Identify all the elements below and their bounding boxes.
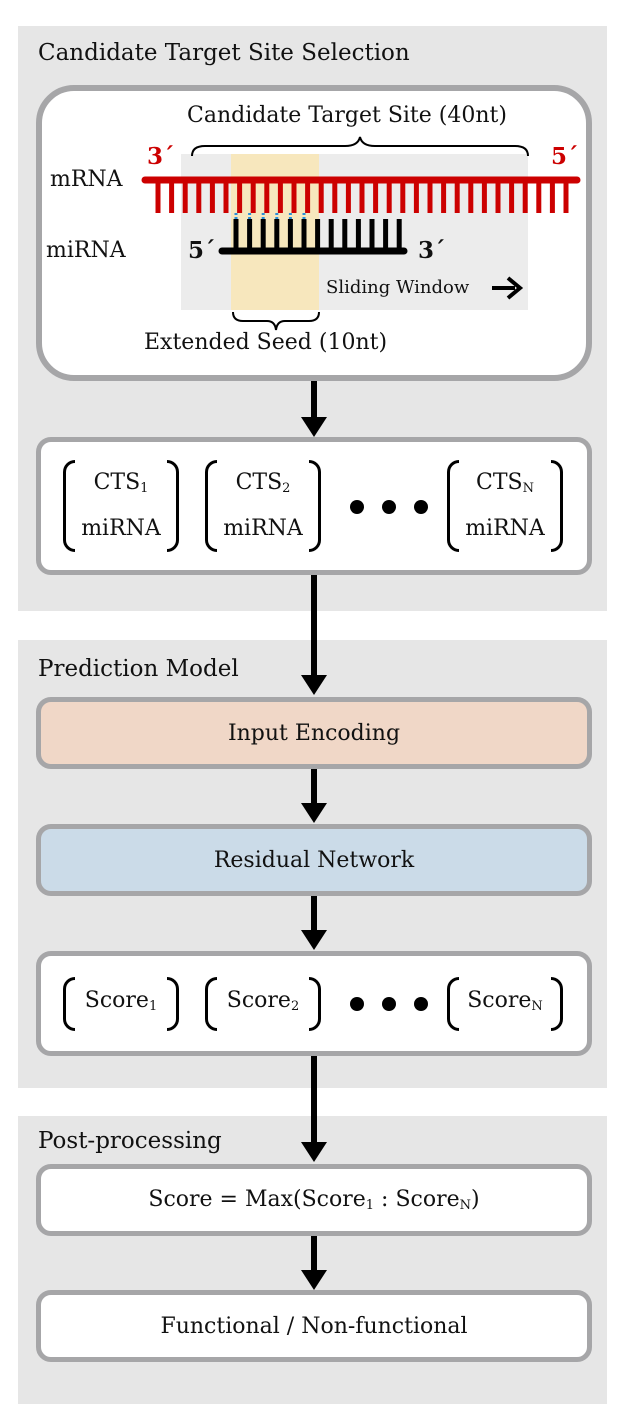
score-n-text: ScoreN	[467, 988, 543, 1014]
arrow-icon	[301, 575, 327, 695]
bracket-right-icon	[167, 460, 179, 552]
cts-pair-n-bottom: miRNA	[465, 516, 545, 541]
bracket-left-icon	[63, 460, 75, 552]
sliding-window-label: Sliding Window	[326, 277, 470, 298]
cts-pair-1-bottom: miRNA	[81, 516, 161, 541]
cts-pair-n-top: CTSN	[476, 470, 534, 496]
ellipsis-icon	[350, 997, 428, 1011]
ellipsis-icon	[350, 500, 428, 514]
mirna-3prime-end: 3´	[418, 237, 446, 264]
score-n: ScoreN	[447, 977, 563, 1031]
cts-illustration	[141, 136, 581, 331]
sliding-window-arrow-icon	[492, 276, 524, 300]
cts-selection-title: Candidate Target Site Selection	[38, 40, 410, 66]
bracket-left-icon	[447, 460, 459, 552]
cts-pair-2-top: CTS2	[235, 470, 291, 496]
cts-pair-n: CTSN miRNA	[447, 460, 563, 552]
arrow-icon	[301, 769, 327, 823]
mrna-label: mRNA	[50, 167, 123, 192]
input-encoding-box: Input Encoding	[36, 697, 592, 769]
bracket-right-icon	[167, 977, 179, 1031]
arrow-icon	[301, 1236, 327, 1290]
max-score-box: Score = Max(Score1 : ScoreN)	[36, 1164, 592, 1236]
seed-pairing-links	[234, 213, 306, 219]
cts-pairs-box	[36, 437, 592, 575]
mirna-label: miRNA	[46, 238, 126, 263]
mrna-strand	[141, 176, 581, 213]
score-2-text: Score2	[226, 988, 300, 1014]
extended-seed-label: Extended Seed (10nt)	[144, 330, 388, 355]
bracket-left-icon	[205, 977, 217, 1031]
scores-box	[36, 951, 592, 1056]
cts-pair-1: CTS1 miRNA	[63, 460, 179, 552]
arrow-icon	[301, 1056, 327, 1162]
functional-result-box: Functional / Non-functional	[36, 1290, 592, 1362]
candidate-target-site-label: Candidate Target Site (40nt)	[187, 103, 507, 128]
bracket-right-icon	[551, 977, 563, 1031]
max-score-formula: Score = Max(Score1 : ScoreN)	[148, 1187, 480, 1213]
cts-pair-2: CTS2 miRNA	[205, 460, 321, 552]
bracket-left-icon	[63, 977, 75, 1031]
bracket-right-icon	[309, 460, 321, 552]
residual-network-box: Residual Network	[36, 824, 592, 896]
mirna-strand	[218, 219, 408, 255]
arrow-icon	[301, 381, 327, 437]
extended-seed-brace	[232, 311, 320, 331]
prediction-model-title: Prediction Model	[38, 656, 239, 682]
bracket-left-icon	[205, 460, 217, 552]
mrna-3prime-end: 3´	[147, 143, 175, 170]
bracket-right-icon	[309, 977, 321, 1031]
score-1: Score1	[63, 977, 179, 1031]
candidate-site-brace	[191, 136, 529, 157]
score-2: Score2	[205, 977, 321, 1031]
cts-pair-1-top: CTS1	[93, 470, 149, 496]
mrna-5prime-end: 5´	[551, 143, 579, 170]
bracket-right-icon	[551, 460, 563, 552]
bracket-left-icon	[447, 977, 459, 1031]
cts-pair-2-bottom: miRNA	[223, 516, 303, 541]
score-1-text: Score1	[84, 988, 158, 1014]
mirna-5prime-end: 5´	[188, 237, 216, 264]
arrow-icon	[301, 896, 327, 950]
post-processing-title: Post-processing	[38, 1128, 222, 1154]
